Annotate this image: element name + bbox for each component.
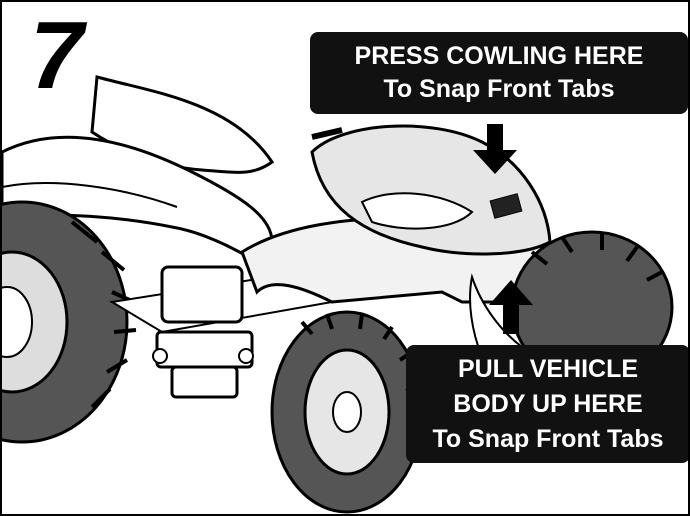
callout-line: PULL VEHICLE: [406, 352, 690, 387]
step-number: 7: [30, 8, 81, 104]
callout-line: PRESS COWLING HERE: [310, 40, 688, 73]
front-wheel: [272, 312, 422, 512]
callout-line: To Snap Front Tabs: [406, 422, 690, 457]
battery-box: [157, 332, 252, 367]
press-cowling-callout: PRESS COWLING HERE To Snap Front Tabs: [310, 32, 688, 114]
rear-wheel: [2, 202, 136, 442]
callout-line: To Snap Front Tabs: [310, 73, 688, 106]
pull-body-callout: PULL VEHICLE BODY UP HERE To Snap Front …: [406, 345, 690, 463]
callout-line: BODY UP HERE: [406, 387, 690, 422]
motor: [162, 267, 242, 322]
